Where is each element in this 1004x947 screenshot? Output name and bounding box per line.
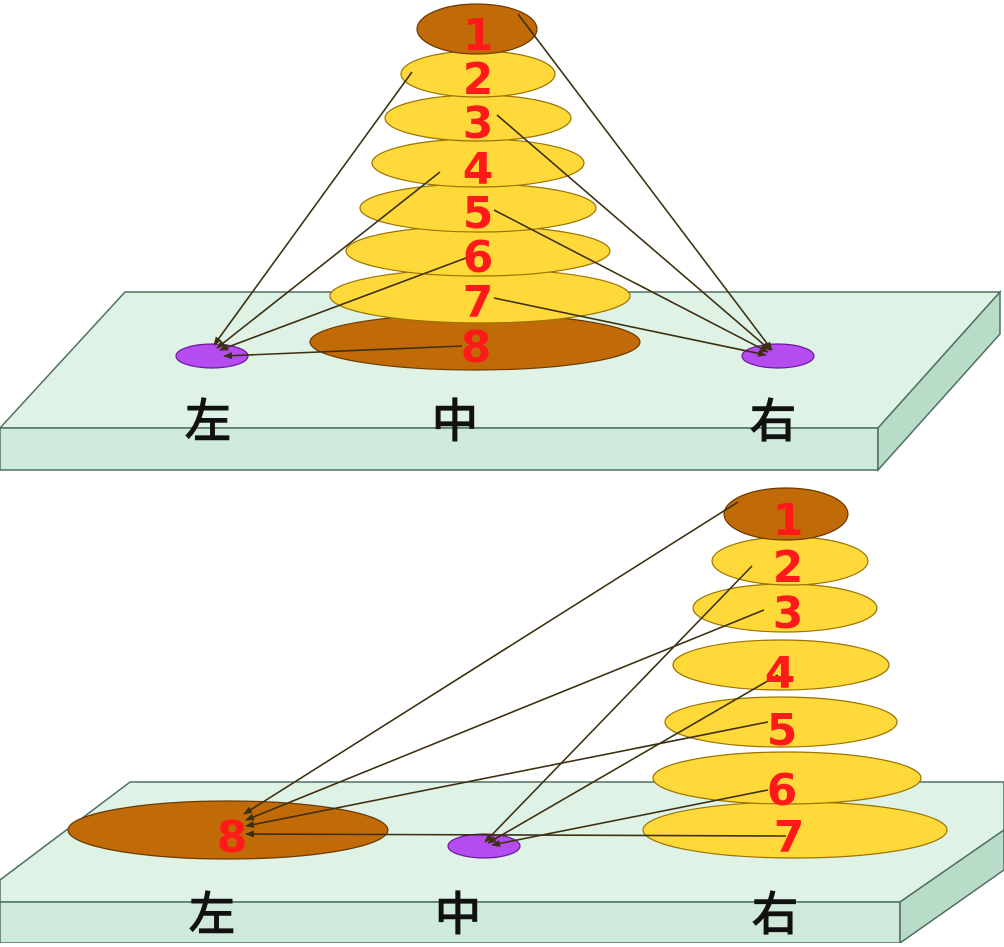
bottom-disk-4-label: 4 bbox=[765, 648, 796, 699]
bottom-arrow-5 bbox=[245, 721, 769, 828]
bottom-disk-5-label: 5 bbox=[767, 705, 798, 756]
top-disk-numbers: 1 2 3 4 5 6 7 8 bbox=[461, 10, 494, 373]
bottom-panel: 1 2 3 4 5 6 7 8 左 中 右 bbox=[0, 487, 1004, 945]
top-arrow-8 bbox=[223, 345, 463, 360]
bottom-peg-middle bbox=[447, 833, 521, 859]
top-disk-2-label: 2 bbox=[463, 54, 494, 105]
top-panel: 1 2 3 4 5 6 7 8 左 中 右 bbox=[0, 3, 1002, 472]
bottom-arrow-4 bbox=[487, 674, 779, 844]
top-arrow-3 bbox=[496, 114, 771, 351]
bottom-disk-numbers: 1 2 3 4 5 6 7 8 bbox=[217, 495, 805, 863]
bottom-disk-6 bbox=[652, 751, 922, 805]
top-arrow-6 bbox=[219, 257, 467, 351]
bottom-disk-2-label: 2 bbox=[773, 542, 804, 593]
bottom-label-right: 右 bbox=[752, 887, 798, 941]
top-disk-7-label: 7 bbox=[463, 277, 494, 328]
top-board-side bbox=[877, 290, 1001, 472]
top-arrows bbox=[213, 13, 773, 360]
top-arrow-7 bbox=[493, 297, 767, 357]
bottom-disk-5 bbox=[664, 696, 898, 748]
bottom-disk-6-label: 6 bbox=[767, 765, 798, 816]
top-disk-6-label: 6 bbox=[463, 232, 494, 283]
bottom-disk-1-label: 1 bbox=[773, 495, 804, 546]
top-label-middle: 中 bbox=[432, 394, 478, 448]
bottom-arrow-7 bbox=[245, 830, 787, 838]
bottom-label-middle: 中 bbox=[435, 887, 481, 941]
top-disk-stack bbox=[309, 3, 641, 371]
top-disk-3-label: 3 bbox=[463, 98, 494, 149]
bottom-disk-7-label: 7 bbox=[774, 812, 805, 863]
bottom-arrow-1 bbox=[243, 501, 739, 815]
bottom-arrow-2 bbox=[484, 565, 753, 843]
bottom-disk-8 bbox=[67, 800, 389, 860]
top-disk-1 bbox=[416, 3, 538, 55]
top-peg-left bbox=[175, 343, 249, 369]
top-arrow-2 bbox=[213, 71, 413, 346]
bottom-label-left: 左 bbox=[189, 887, 235, 941]
top-disk-4-label: 4 bbox=[463, 144, 494, 195]
top-label-left: 左 bbox=[185, 394, 231, 448]
bottom-board-side bbox=[899, 829, 1004, 945]
top-peg-right bbox=[741, 343, 815, 369]
top-peg-labels: 左 中 右 bbox=[185, 394, 796, 448]
top-arrow-5 bbox=[493, 209, 769, 353]
bottom-peg-labels: 左 中 右 bbox=[189, 887, 798, 941]
bottom-disk-stack bbox=[642, 487, 948, 859]
bottom-disk-8-label: 8 bbox=[217, 812, 248, 863]
bottom-arrows bbox=[243, 501, 787, 847]
top-disk-5-label: 5 bbox=[463, 188, 494, 239]
top-arrow-1 bbox=[517, 13, 773, 351]
top-disk-1-label: 1 bbox=[463, 10, 494, 61]
bottom-disk-3-label: 3 bbox=[773, 588, 804, 639]
bottom-disk-4 bbox=[672, 639, 890, 691]
top-label-right: 右 bbox=[750, 394, 796, 448]
bottom-arrow-3 bbox=[245, 609, 765, 821]
top-disk-8-label: 8 bbox=[461, 322, 492, 373]
top-arrow-4 bbox=[216, 171, 441, 349]
bottom-disk-1 bbox=[723, 487, 849, 541]
